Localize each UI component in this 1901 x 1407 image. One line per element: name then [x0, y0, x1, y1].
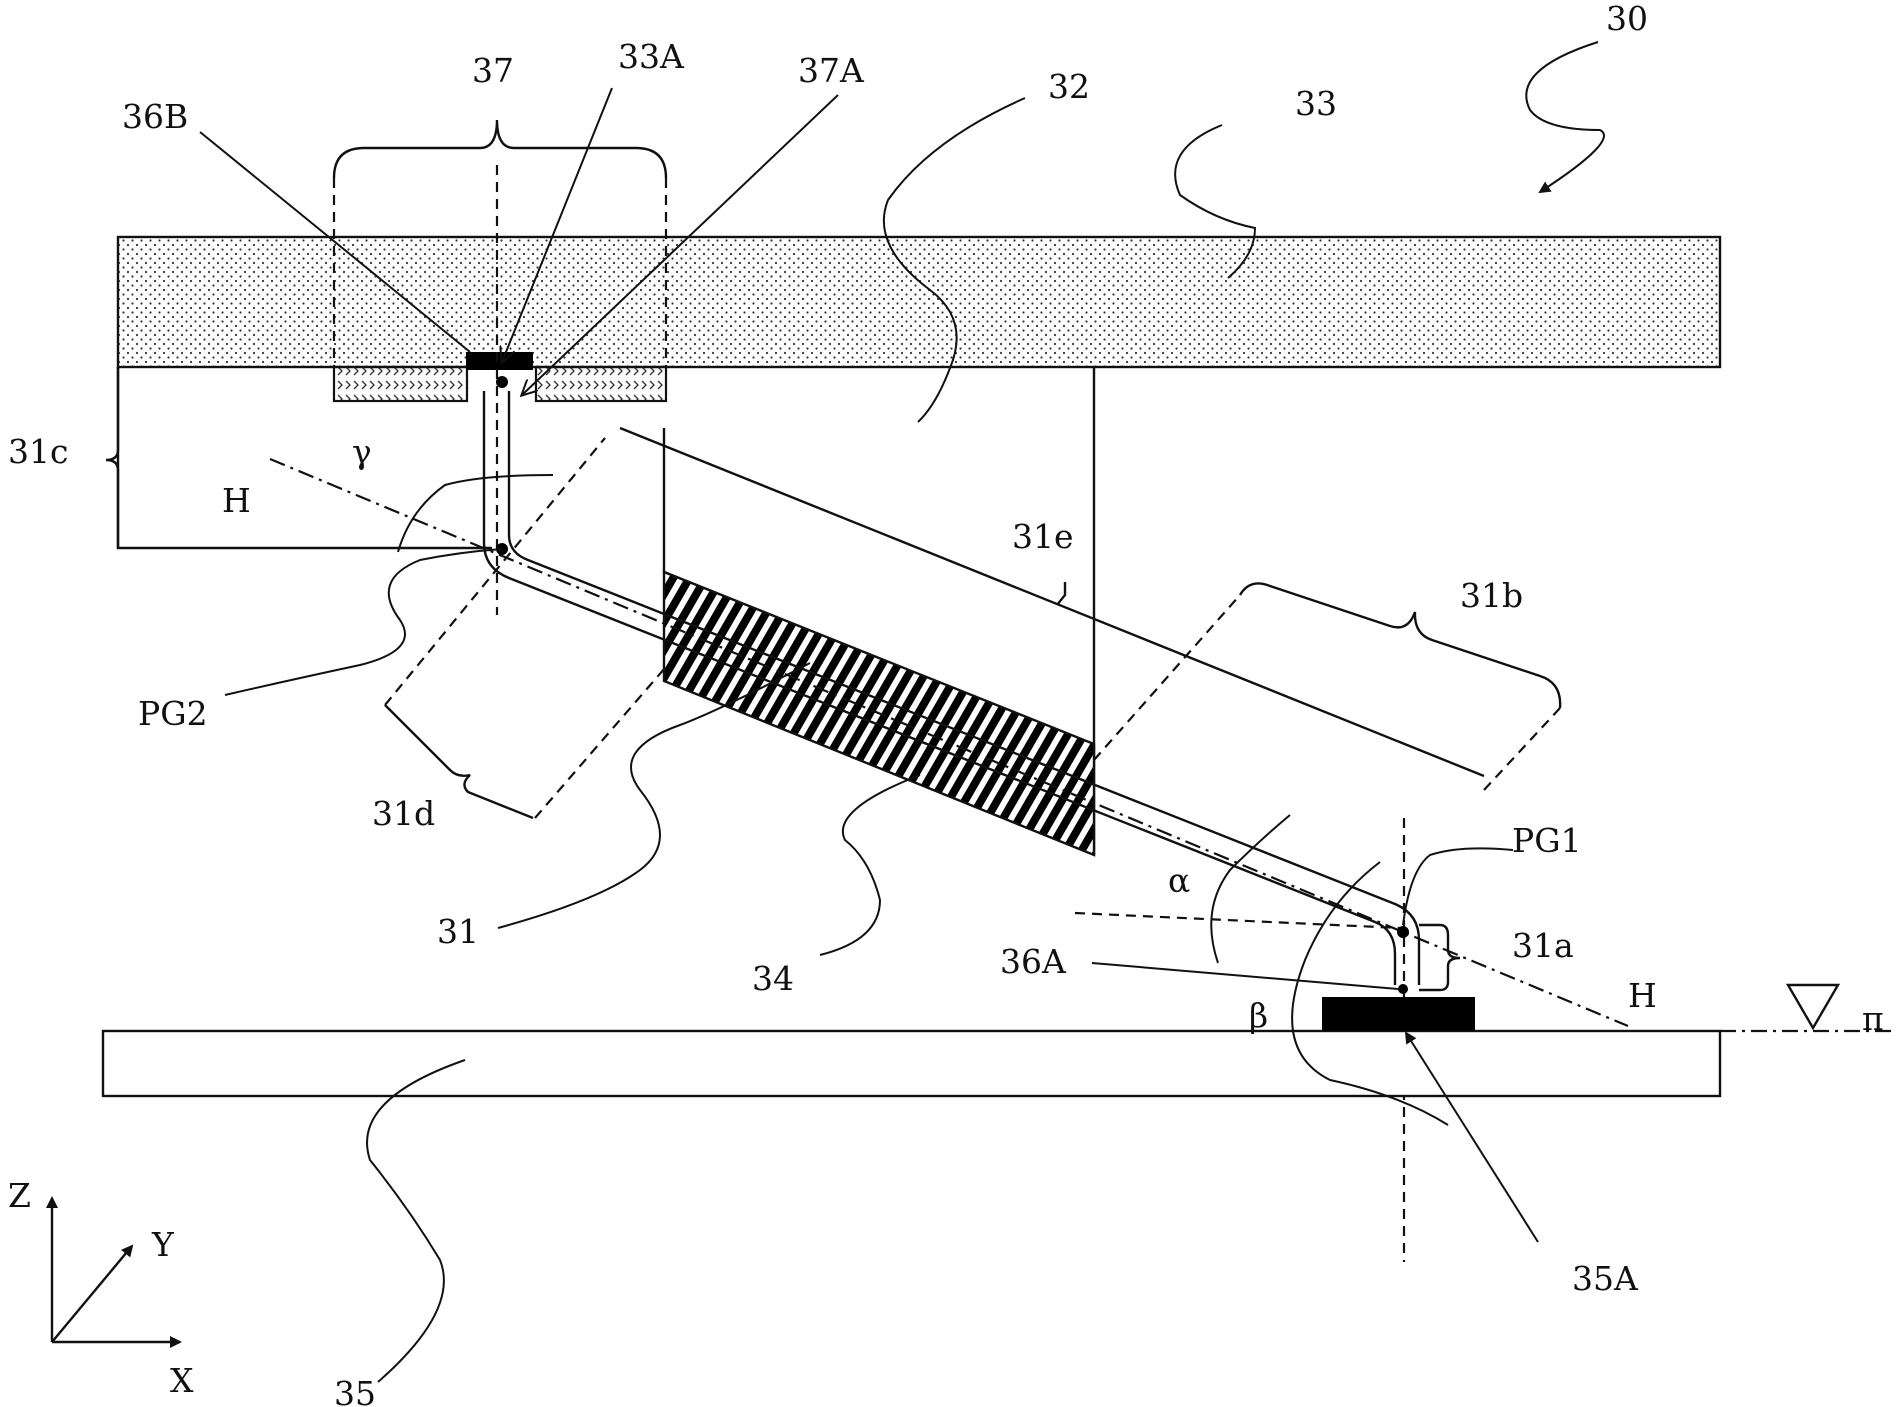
- insert-left: [332, 365, 469, 403]
- label-33: 33: [1295, 84, 1337, 123]
- label-36B: 36B: [122, 97, 188, 136]
- leader-31: [497, 662, 811, 929]
- label-beta: β: [1249, 996, 1268, 1035]
- dashed-alpha-ref: [1074, 911, 1401, 930]
- upper-plate-33: [116, 235, 1722, 369]
- axis-H-line: [269, 457, 1629, 1028]
- label-30: 30: [1606, 0, 1648, 38]
- beam-31-top-edge: [619, 426, 1485, 778]
- pad-35A: [1322, 997, 1475, 1031]
- label-Z: Z: [8, 1176, 31, 1215]
- leader-33: [1174, 124, 1257, 279]
- lower-plate-35: [101, 1029, 1722, 1098]
- label-31b: 31b: [1460, 576, 1523, 615]
- leader-36B: [199, 131, 471, 353]
- point-PG1: [1397, 926, 1409, 938]
- channel-tube-outer: [482, 391, 1397, 985]
- leader-32: [882, 97, 1026, 423]
- leader-37A: [522, 94, 839, 395]
- label-31e: 31e: [1012, 517, 1074, 556]
- label-Y: Y: [151, 1225, 175, 1264]
- leader-35A: [1404, 1031, 1539, 1243]
- label-36A: 36A: [1000, 942, 1067, 981]
- label-31d: 31d: [372, 794, 435, 833]
- point-36A: [1398, 984, 1408, 994]
- label-PG2: PG2: [138, 694, 208, 733]
- bracket-31e: [1056, 582, 1067, 606]
- label-31a: 31a: [1512, 926, 1574, 965]
- leader-30: [1525, 41, 1605, 194]
- water-level-triangle-icon: [1785, 983, 1841, 1031]
- label-31: 31: [437, 912, 479, 951]
- label-37A: 37A: [798, 51, 865, 90]
- leader-gamma: [397, 474, 554, 553]
- leader-alpha: [1210, 814, 1291, 964]
- pad-36B: [466, 352, 533, 370]
- leader-35: [366, 1059, 466, 1383]
- label-pi: π: [1862, 999, 1884, 1038]
- label-X: X: [170, 1361, 194, 1400]
- leader-PG2: [224, 548, 503, 696]
- leader-PG1: [1402, 847, 1514, 926]
- label-35A: 35A: [1572, 1259, 1639, 1298]
- dashed-31b-right: [1483, 707, 1561, 791]
- bracket-31c: [105, 367, 120, 548]
- label-35: 35: [334, 1374, 376, 1407]
- label-34: 34: [752, 959, 794, 998]
- y-axis-arrow: [51, 1244, 134, 1343]
- leader-beta: [1291, 861, 1449, 1126]
- label-32: 32: [1048, 67, 1090, 106]
- insert-right: [534, 365, 668, 403]
- dashed-31b-left: [1093, 594, 1241, 761]
- label-PG1: PG1: [1512, 821, 1582, 860]
- label-37: 37: [472, 51, 514, 90]
- point-33A-dot: [496, 376, 508, 388]
- bracket-31b: [1238, 582, 1562, 709]
- bracket-31d: [384, 704, 534, 820]
- label-33A: 33A: [618, 37, 685, 76]
- label-H-right: H: [1628, 976, 1657, 1015]
- label-alpha: α: [1168, 861, 1190, 900]
- bracket-31a: [1419, 923, 1461, 992]
- label-gamma: γ: [352, 432, 372, 471]
- bracket-37: [332, 119, 668, 179]
- dashed-beam-left-end: [384, 437, 606, 706]
- label-31c: 31c: [8, 432, 68, 471]
- leader-34: [819, 774, 921, 956]
- channel-tube-inner: [507, 391, 1421, 985]
- leader-33A: [502, 87, 613, 362]
- leader-36A: [1091, 962, 1399, 990]
- label-H-left: H: [222, 481, 251, 520]
